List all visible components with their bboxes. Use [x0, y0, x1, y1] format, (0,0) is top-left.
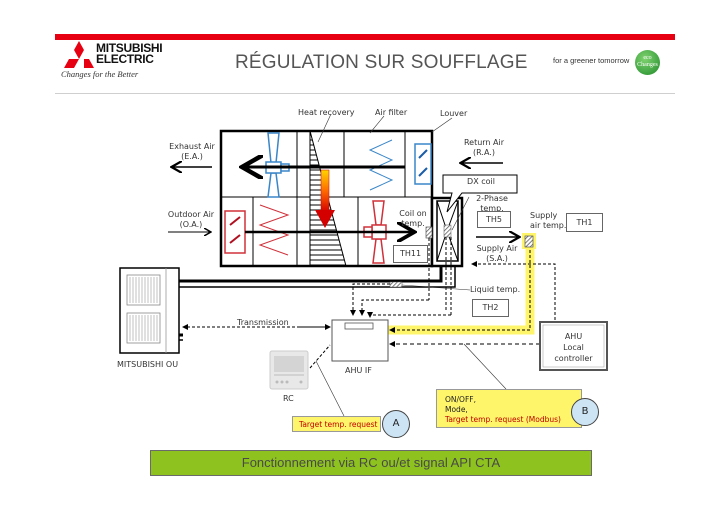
outdoor-unit-label: MITSUBISHI OU — [117, 360, 179, 369]
ahu-local-controller-box — [539, 321, 608, 371]
exhaust-filter-icon — [368, 139, 394, 191]
return-air-abbr: (R.A.) — [473, 148, 495, 157]
outdoor-air-abbr: (O.A.) — [179, 220, 203, 229]
footer-banner: Fonctionnement via RC ou/et signal API C… — [150, 450, 592, 476]
return-air-label: Return Air (R.A.) — [462, 138, 506, 158]
ahu-if-label: AHU IF — [345, 366, 372, 375]
brand-tagline: Changes for the Better — [61, 69, 139, 79]
rc-label: RC — [283, 394, 294, 403]
dx-coil-callout — [442, 174, 518, 213]
two-phase-temp-label: 2-Phase temp. — [475, 194, 509, 214]
outdoor-louver-icon — [224, 210, 246, 254]
return-air-text: Return Air — [463, 138, 505, 147]
supply-air-temp-line-2: air temp. — [530, 221, 567, 230]
header-divider — [55, 93, 675, 94]
note-b-leader-line — [463, 343, 507, 390]
rc-connection-line — [309, 344, 331, 369]
slogan: for a greener tomorrow — [553, 56, 630, 65]
coil-on-temp-line-1: Coil on — [399, 209, 427, 218]
heat-recovery-label: Heat recovery — [298, 108, 355, 117]
exhaust-air-label: Exhaust Air (E.A.) — [168, 142, 216, 162]
controller-to-ahu-signal — [471, 261, 556, 320]
louver-label: Louver — [440, 109, 468, 118]
sensor-th5: TH5 — [477, 211, 511, 228]
sensor-th2: TH2 — [472, 299, 509, 317]
supply-air-temp-line-1: Supply — [530, 211, 558, 220]
page-title: RÉGULATION SUR SOUFFLAGE — [235, 52, 528, 73]
ahu-local-controller-label: AHU Local controller — [543, 331, 604, 364]
sensor-th11: TH11 — [393, 245, 428, 263]
mitsubishi-logo-icon — [64, 41, 94, 68]
note-b-line-1: ON/OFF, — [445, 395, 476, 404]
coil-on-temp-line-2: temp. — [401, 219, 425, 228]
air-filter-label: Air filter — [375, 108, 408, 117]
ahu-if-box — [331, 319, 389, 362]
dx-coil-label: DX coil — [467, 177, 495, 186]
two-phase-temp-line-1: 2-Phase — [476, 194, 508, 203]
supply-air-text: Supply Air — [476, 244, 518, 253]
outdoor-unit-icon — [119, 267, 180, 354]
eco-changes-badge-icon: eco Changes — [635, 50, 660, 75]
note-b-line-2: Mode, — [445, 405, 468, 414]
exhaust-air-text: Exhaust Air — [169, 142, 215, 151]
remote-controller-icon — [269, 350, 309, 390]
note-b-line-3: Target temp. request (Modbus) — [445, 415, 561, 424]
supply-air-abbr: (S.A.) — [486, 254, 508, 263]
brand-line-1: MITSUBISHI — [96, 41, 163, 55]
controller-line-1: AHU — [564, 332, 583, 341]
marker-a: A — [382, 410, 410, 438]
eco-badge-line-2: Changes — [637, 62, 658, 68]
supply-air-temp-label: Supply air temp. — [530, 211, 570, 231]
marker-b: B — [571, 398, 599, 426]
transmission-label: Transmission — [237, 318, 289, 327]
supply-temp-signal-line — [389, 245, 531, 333]
controller-line-2: Local — [563, 343, 584, 352]
outdoor-air-text: Outdoor Air — [167, 210, 215, 219]
return-louver-icon — [414, 143, 432, 185]
header-red-bar — [55, 34, 675, 40]
exhaust-air-abbr: (E.A.) — [181, 152, 203, 161]
eco-badge-line-1: eco — [643, 55, 652, 61]
supply-filter-icon — [258, 204, 290, 256]
liquid-temp-sensor-icon — [389, 281, 403, 288]
coil-on-temp-label: Coil on temp. — [396, 209, 430, 229]
supply-air-label: Supply Air (S.A.) — [474, 244, 520, 264]
brand-name: MITSUBISHI ELECTRIC — [96, 41, 163, 66]
two-phase-temp-line-2: temp. — [480, 204, 504, 213]
sensor-signal-lines — [350, 283, 451, 318]
brand-line-2: ELECTRIC — [96, 52, 154, 66]
note-b-modbus-signals: ON/OFF, Mode, Target temp. request (Modb… — [436, 389, 582, 428]
sensor-th1: TH1 — [566, 213, 603, 232]
liquid-temp-label: Liquid temp. — [470, 285, 521, 294]
controller-line-3: controller — [554, 354, 593, 363]
outdoor-air-label: Outdoor Air (O.A.) — [166, 210, 216, 230]
note-a-target-temp: Target temp. request — [292, 416, 381, 432]
note-a-leader-line — [315, 360, 345, 417]
dx-coil-icon — [436, 200, 459, 315]
supply-air-temp-sensor-icon — [524, 235, 534, 248]
